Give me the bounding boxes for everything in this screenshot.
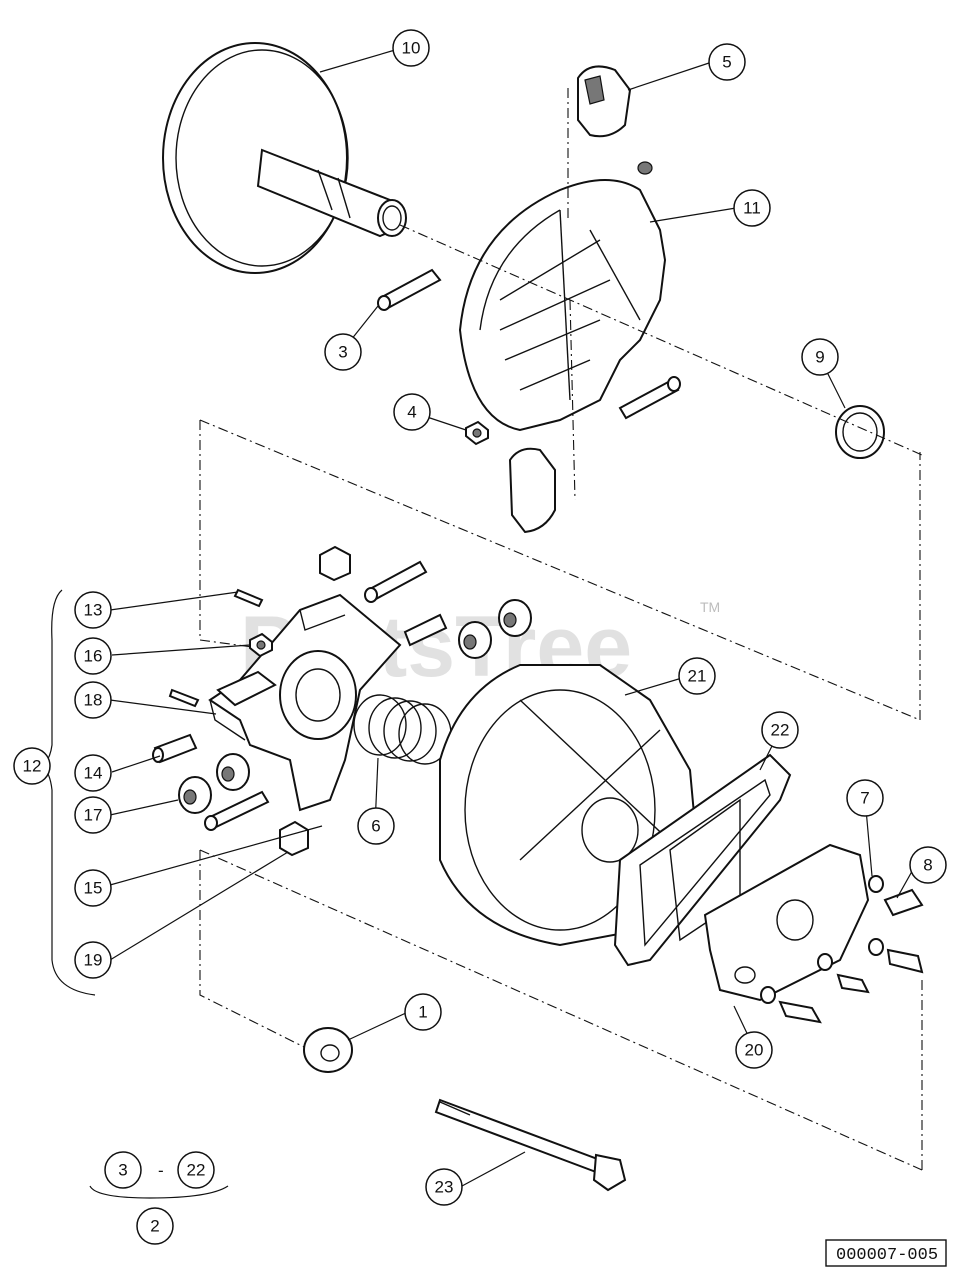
- callout-21: 21: [678, 657, 716, 695]
- svg-text:15: 15: [84, 879, 103, 898]
- part-3-pin-left: [377, 268, 442, 311]
- svg-text:8: 8: [923, 856, 932, 875]
- svg-text:23: 23: [435, 1178, 454, 1197]
- svg-text:16: 16: [84, 647, 103, 666]
- part-11-movable-sheave: [458, 161, 667, 432]
- callout-1: 1: [404, 993, 442, 1031]
- svg-text:12: 12: [23, 757, 42, 776]
- svg-text:14: 14: [84, 764, 103, 783]
- callout-8: 8: [909, 846, 947, 884]
- callout-17: 17: [74, 796, 112, 834]
- part-3-pin-right: [618, 376, 681, 420]
- svg-text:3: 3: [118, 1161, 127, 1180]
- svg-text:9: 9: [815, 348, 824, 367]
- part-14-dowel: [152, 733, 198, 764]
- svg-text:11: 11: [743, 199, 761, 218]
- callout-9: 9: [801, 338, 839, 376]
- svg-text:5: 5: [722, 53, 731, 72]
- svg-text:22: 22: [187, 1161, 206, 1180]
- part-1-washer: [303, 1027, 353, 1073]
- svg-text:1: 1: [418, 1003, 427, 1022]
- part-10-fixed-sheave: [162, 42, 407, 274]
- part-23-bolt: [434, 1098, 627, 1192]
- callout-20: 20: [735, 1031, 773, 1069]
- drawing-number: 000007-005: [836, 1246, 938, 1265]
- svg-text:7: 7: [860, 789, 869, 808]
- callout-16: 16: [74, 637, 112, 675]
- callout-18: 18: [74, 681, 112, 719]
- svg-text:13: 13: [84, 601, 103, 620]
- callout-11: 11: [733, 189, 771, 227]
- part-6-spring: [353, 694, 452, 765]
- svg-text:4: 4: [407, 403, 416, 422]
- part-7-washers: [760, 875, 884, 1004]
- part-13-spring-pin: [233, 588, 264, 608]
- part-5-weight-top: [577, 65, 632, 138]
- callout-14: 14: [74, 754, 112, 792]
- callout-19: 19: [74, 941, 112, 979]
- part-8-bolts: [778, 888, 924, 1024]
- part-18-spring-pin-lower: [168, 688, 200, 708]
- callout-3: 3: [324, 333, 362, 371]
- svg-text:22: 22: [771, 721, 790, 740]
- svg-text:21: 21: [688, 667, 707, 686]
- part-5-weight-bottom: [508, 447, 556, 534]
- watermark-tm: TM: [700, 599, 720, 615]
- svg-text:20: 20: [745, 1041, 764, 1060]
- part-9-ring: [835, 405, 885, 459]
- part-16-nut: [249, 632, 273, 658]
- svg-text:2: 2: [150, 1217, 159, 1236]
- svg-text:17: 17: [84, 806, 103, 825]
- range-separator: -: [158, 1161, 164, 1180]
- part-19-bushings: [279, 545, 351, 857]
- callout-10: 10: [392, 29, 430, 67]
- part-18-bushing: [216, 670, 277, 707]
- svg-text:18: 18: [84, 691, 103, 710]
- callout-5: 5: [708, 43, 746, 81]
- part-4-nut: [465, 420, 489, 446]
- svg-text:10: 10: [402, 39, 421, 58]
- callout-12: 12: [13, 747, 51, 785]
- callout-22: 22: [761, 711, 799, 749]
- svg-text:3: 3: [338, 343, 347, 362]
- callout-15: 15: [74, 869, 112, 907]
- callout-4: 4: [393, 393, 431, 431]
- part-17-rollers: [178, 599, 532, 814]
- range-from-callout: 3: [104, 1151, 142, 1189]
- range-to-callout: 22: [177, 1151, 215, 1189]
- callout-7: 7: [846, 779, 884, 817]
- assembly-callout: 2: [136, 1207, 174, 1245]
- callout-23: 23: [425, 1168, 463, 1206]
- part-12-spider-assembly: [208, 593, 402, 812]
- svg-text:19: 19: [84, 951, 103, 970]
- part-15-pins: [204, 560, 448, 831]
- drawing-number-box: [825, 1239, 947, 1267]
- callout-6: 6: [357, 807, 395, 845]
- svg-text:6: 6: [371, 817, 380, 836]
- callout-13: 13: [74, 591, 112, 629]
